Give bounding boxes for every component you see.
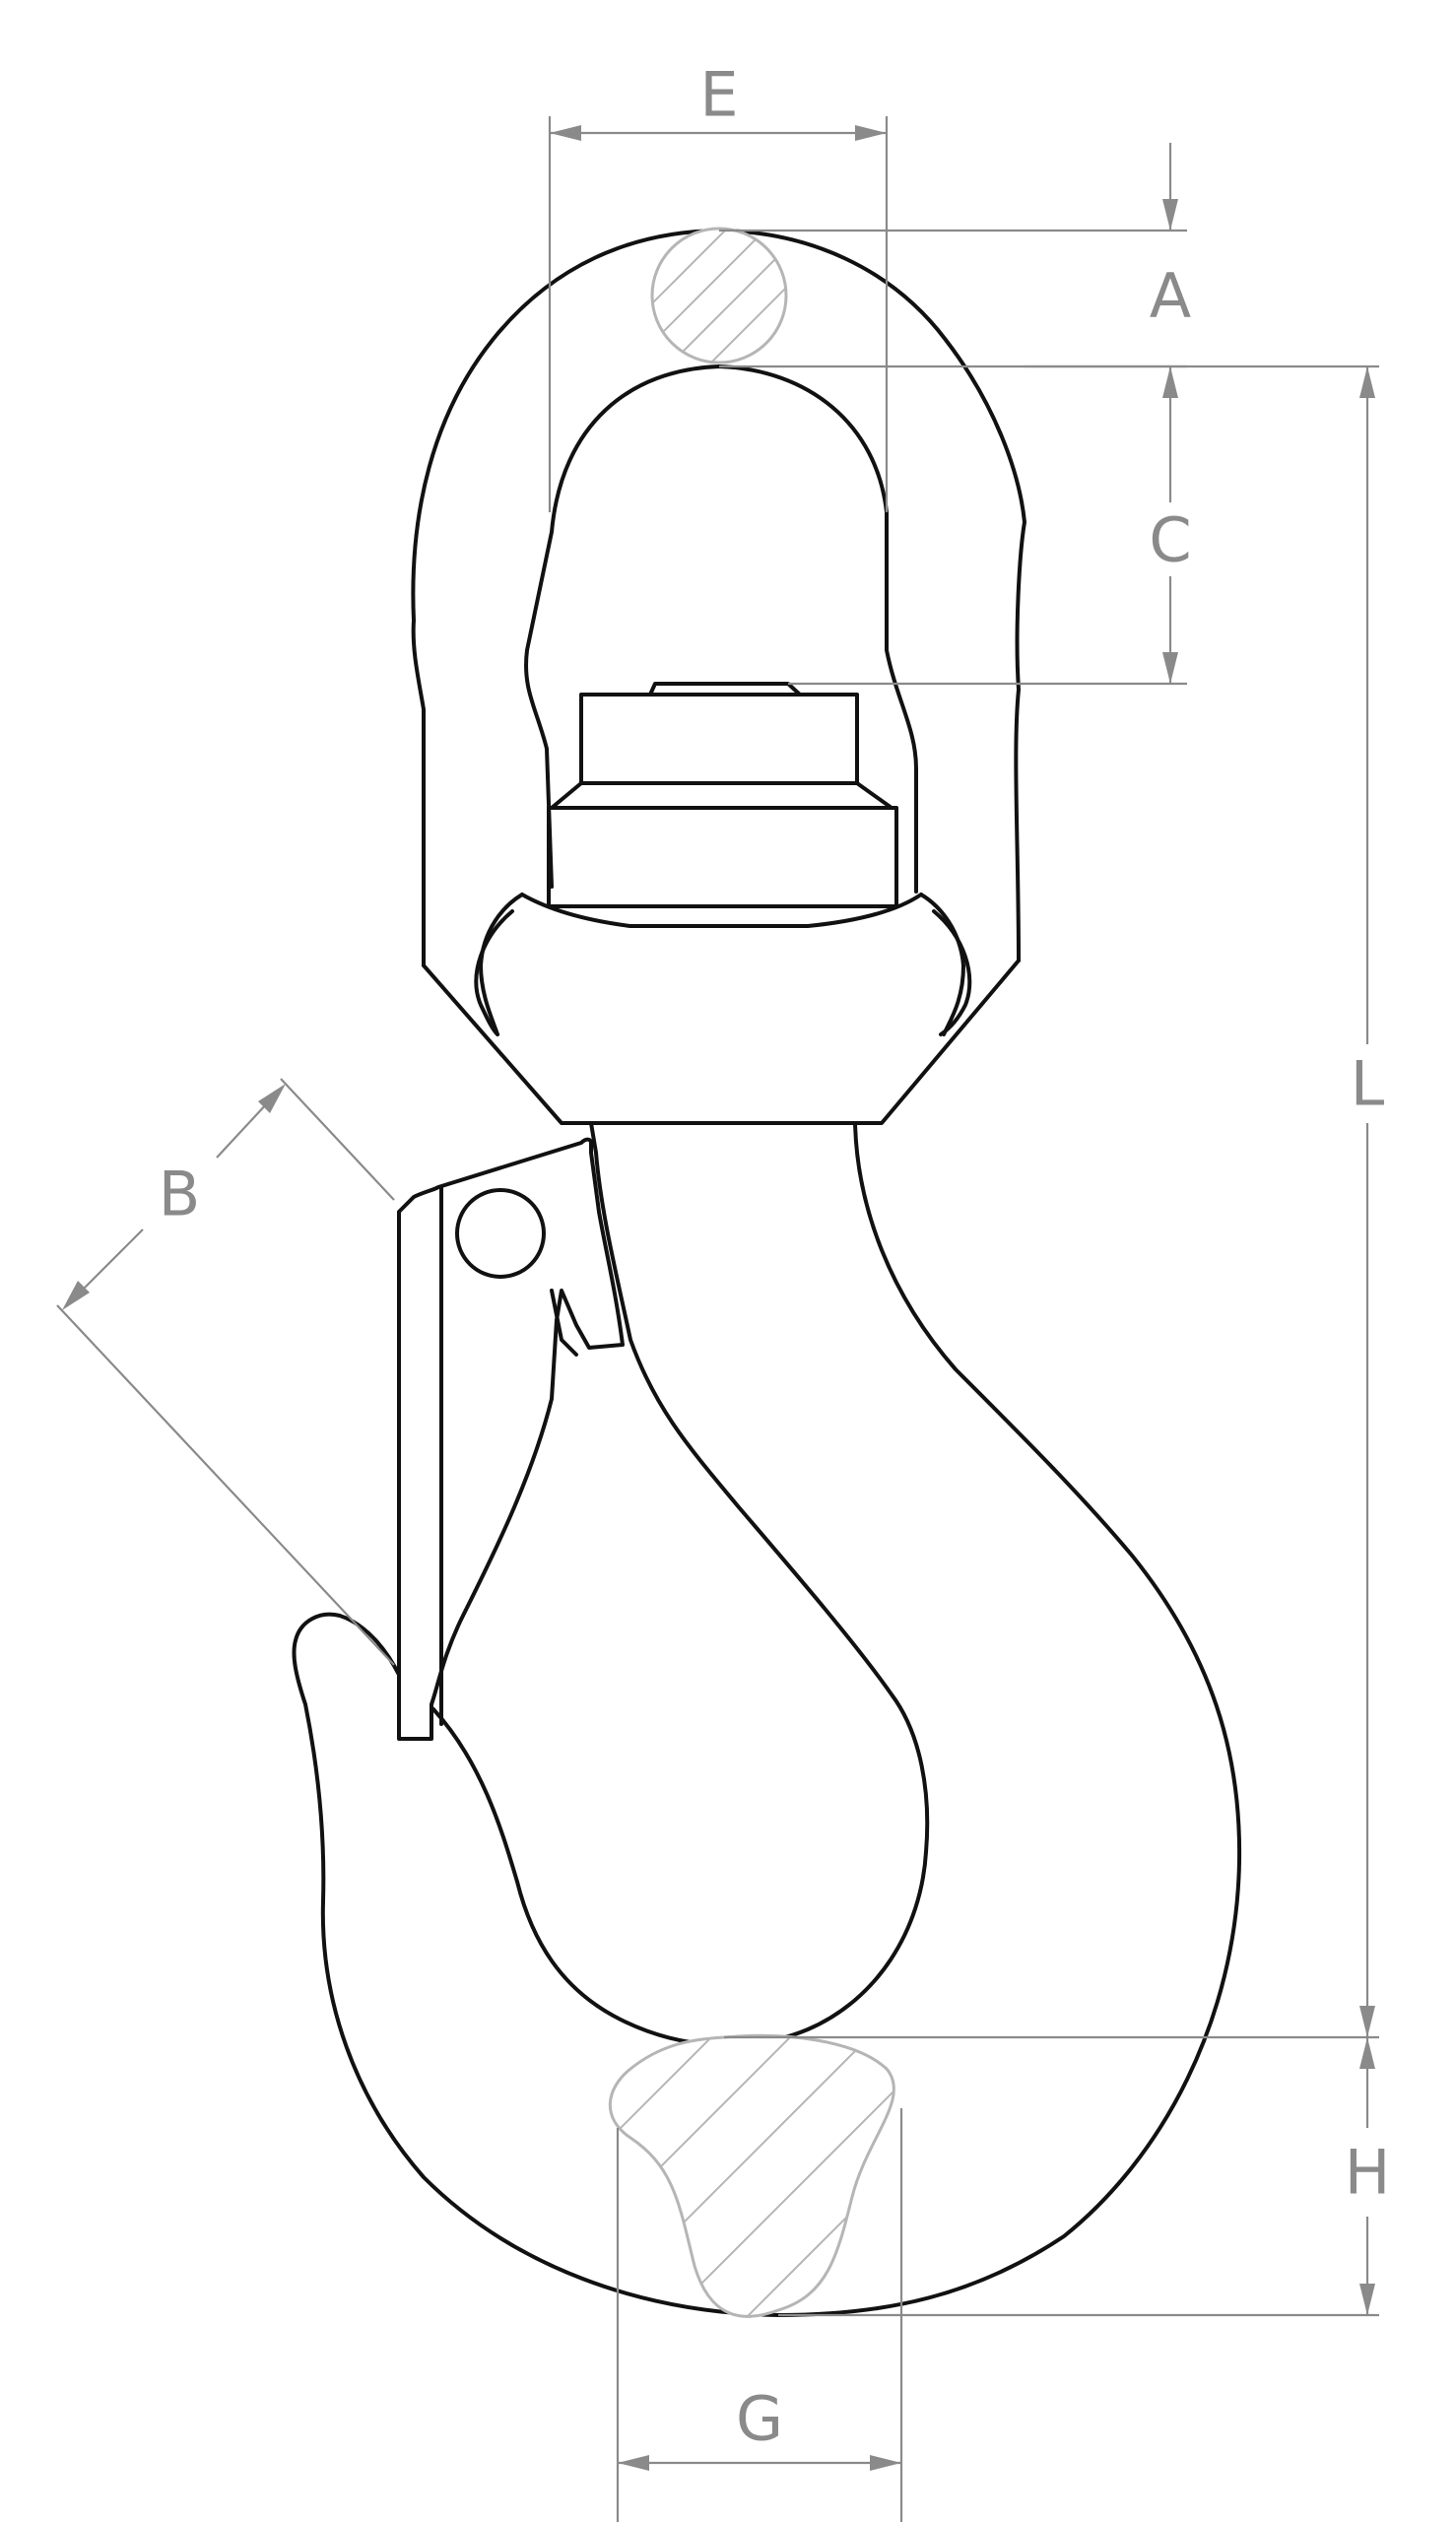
label-b: B	[159, 1159, 201, 1230]
bearing-body	[547, 806, 898, 908]
swivel-housing-lobes	[474, 909, 972, 1036]
bearing-taper	[550, 781, 893, 810]
dimension-g	[616, 2108, 903, 2522]
dimension-a	[719, 143, 1187, 368]
hook-body-inner	[431, 1121, 930, 2047]
hook-body-outer	[292, 1121, 1242, 2317]
bearing-nut-top	[648, 682, 802, 697]
bearing-cap-top	[579, 693, 859, 785]
latch-pivot-pin	[455, 1188, 546, 1279]
swivel-eye-inner	[524, 365, 918, 894]
dimension-h	[724, 2035, 1379, 2317]
swivel-eye-left-flange	[422, 959, 1021, 1125]
label-l: L	[1351, 1048, 1385, 1120]
label-c: C	[1149, 504, 1191, 576]
label-e: E	[699, 59, 738, 131]
dimension-c	[788, 366, 1187, 686]
label-a: A	[1150, 260, 1191, 332]
label-h: H	[1345, 2137, 1391, 2209]
section-a	[650, 227, 788, 365]
bearing-base-arc	[520, 893, 923, 928]
label-g: G	[736, 2383, 783, 2455]
swivel-housing	[479, 893, 965, 1036]
dimension-l	[1025, 365, 1379, 2037]
dimension-b	[56, 1078, 395, 1666]
latch-inner-edge	[439, 1185, 578, 1726]
safety-latch	[397, 1137, 625, 1741]
dimension-e	[548, 116, 889, 512]
